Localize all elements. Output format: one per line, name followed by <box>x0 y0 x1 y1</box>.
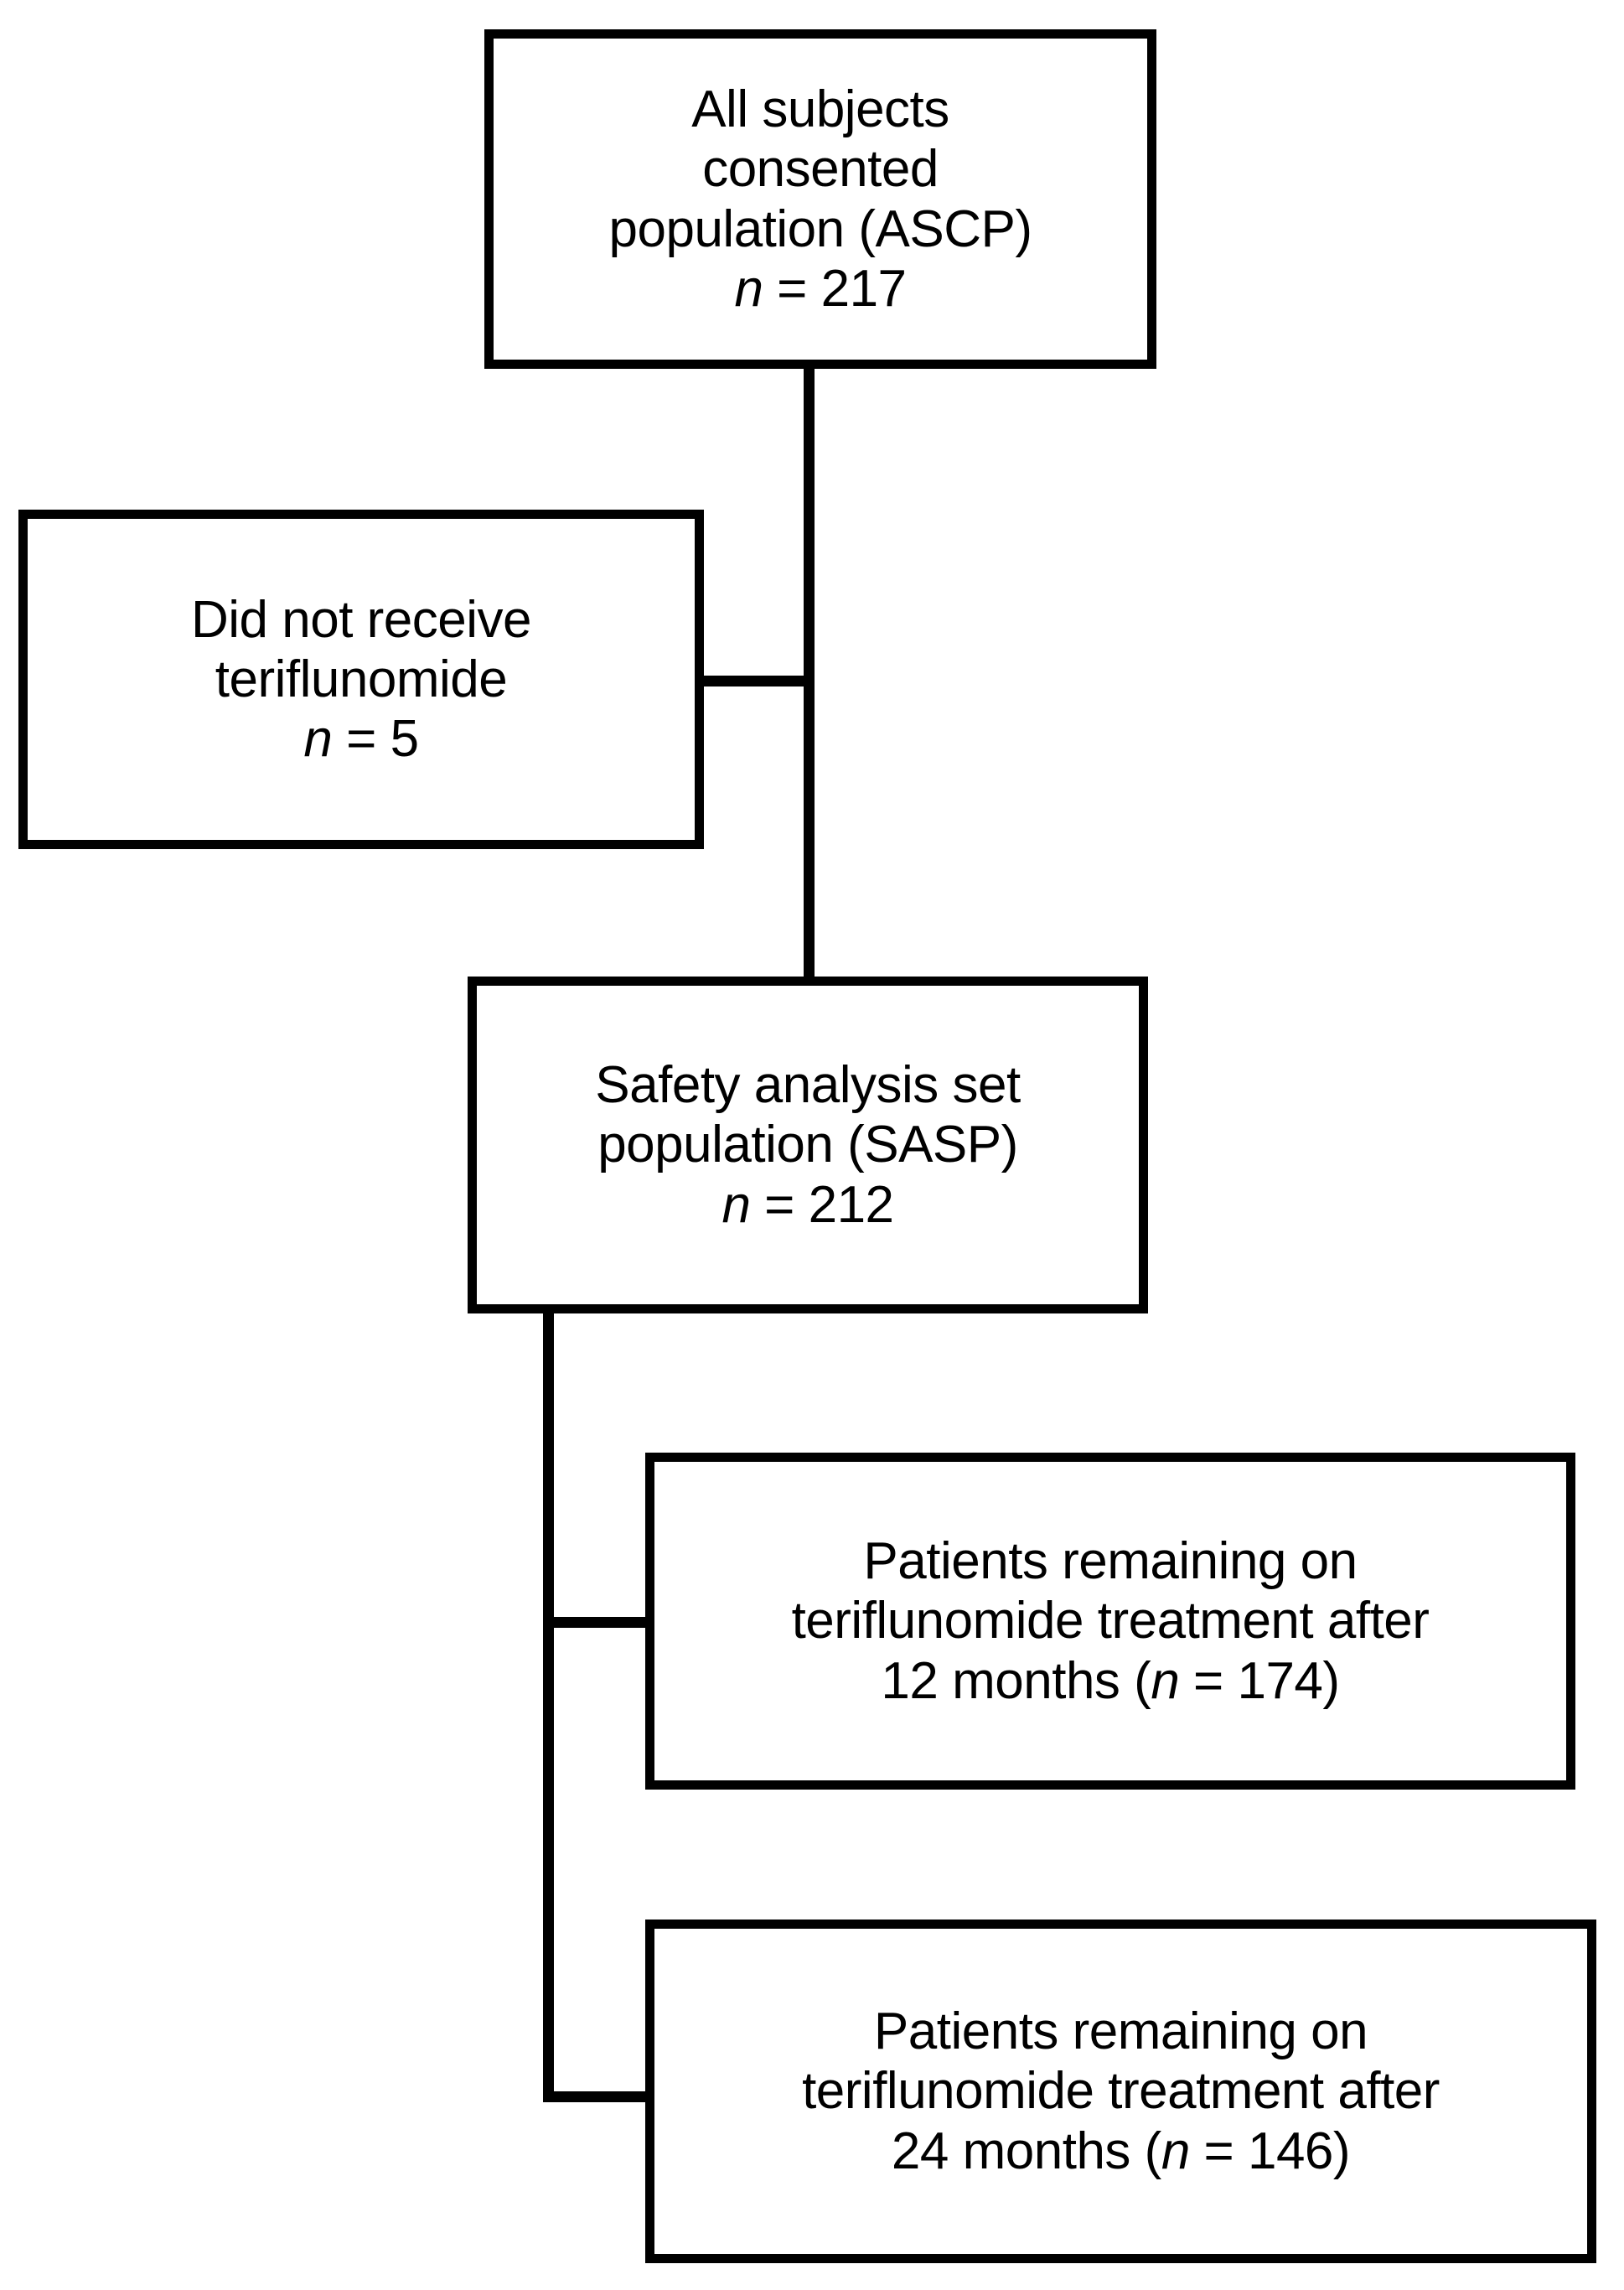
node-month24-stat-symbol: n <box>1161 2122 1190 2180</box>
node-month24-stat-value: 146 <box>1247 2122 1333 2180</box>
connector-ascp-to-excluded <box>697 676 810 686</box>
node-sasp-stat: n = 212 <box>489 1175 1127 1235</box>
connector-ascp-to-sasp <box>804 364 815 984</box>
node-sasp-stat-value: 212 <box>808 1175 894 1234</box>
node-did-not-receive-teriflunomide: Did not receive teriflunomide n = 5 <box>18 510 704 849</box>
node-ascp-line1: All subjects <box>691 80 949 138</box>
node-month24-stat-equals: = <box>1189 2122 1248 2180</box>
node-month12-line2: teriflunomide treatment after <box>791 1592 1430 1650</box>
node-month12-stat-value: 174 <box>1237 1651 1323 1710</box>
node-month24-line2: teriflunomide treatment after <box>802 2062 1440 2121</box>
node-ascp-stat-symbol: n <box>734 259 763 318</box>
node-ascp-stat-value: 217 <box>820 259 907 318</box>
node-all-subjects-consented: All subjects consented population (ASCP)… <box>484 29 1156 369</box>
node-excluded-line2: teriflunomide <box>215 650 508 708</box>
node-safety-analysis-set-population: Safety analysis set population (SASP) n … <box>468 977 1148 1313</box>
connector-sasp-spine <box>543 1306 554 2102</box>
node-month24-line3-prefix: 24 months ( <box>891 2122 1161 2180</box>
node-remaining-12-months: Patients remaining on teriflunomide trea… <box>645 1453 1575 1790</box>
node-sasp-stat-equals: = <box>750 1175 809 1234</box>
node-sasp-line2: population (SASP) <box>597 1116 1018 1174</box>
node-month24-stat: 24 months (n = 146) <box>666 2122 1575 2181</box>
node-month24-line3-suffix: ) <box>1332 2122 1351 2180</box>
node-ascp-line3: population (ASCP) <box>608 199 1033 258</box>
node-month12-line3-prefix: 12 months ( <box>881 1651 1151 1710</box>
node-ascp-stat-equals: = <box>763 259 821 318</box>
node-remaining-24-months: Patients remaining on teriflunomide trea… <box>645 1920 1596 2263</box>
node-excluded-stat-equals: = <box>332 710 390 769</box>
node-excluded-text: Did not receive teriflunomide n = 5 <box>28 590 695 769</box>
node-sasp-stat-symbol: n <box>721 1175 751 1234</box>
node-ascp-text: All subjects consented population (ASCP)… <box>494 80 1147 319</box>
node-excluded-stat-value: 5 <box>390 710 419 769</box>
node-ascp-stat: n = 217 <box>505 259 1135 319</box>
node-month12-line1: Patients remaining on <box>863 1532 1358 1591</box>
node-sasp-line1: Safety analysis set <box>595 1056 1021 1115</box>
node-month24-text: Patients remaining on teriflunomide trea… <box>654 2002 1587 2181</box>
node-month24-line1: Patients remaining on <box>873 2002 1368 2061</box>
node-month12-stat-equals: = <box>1179 1651 1238 1710</box>
node-excluded-stat: n = 5 <box>39 709 683 769</box>
connector-sasp-to-month24 <box>543 2091 652 2102</box>
node-month12-stat-symbol: n <box>1151 1651 1180 1710</box>
node-sasp-text: Safety analysis set population (SASP) n … <box>477 1055 1139 1235</box>
node-excluded-stat-symbol: n <box>303 710 333 769</box>
node-month12-stat: 12 months (n = 174) <box>666 1651 1554 1711</box>
node-month12-text: Patients remaining on teriflunomide trea… <box>654 1531 1566 1711</box>
node-ascp-line2: consented <box>702 140 939 199</box>
connector-sasp-to-month12 <box>543 1617 652 1628</box>
node-month12-line3-suffix: ) <box>1322 1651 1340 1710</box>
node-excluded-line1: Did not receive <box>190 590 532 649</box>
